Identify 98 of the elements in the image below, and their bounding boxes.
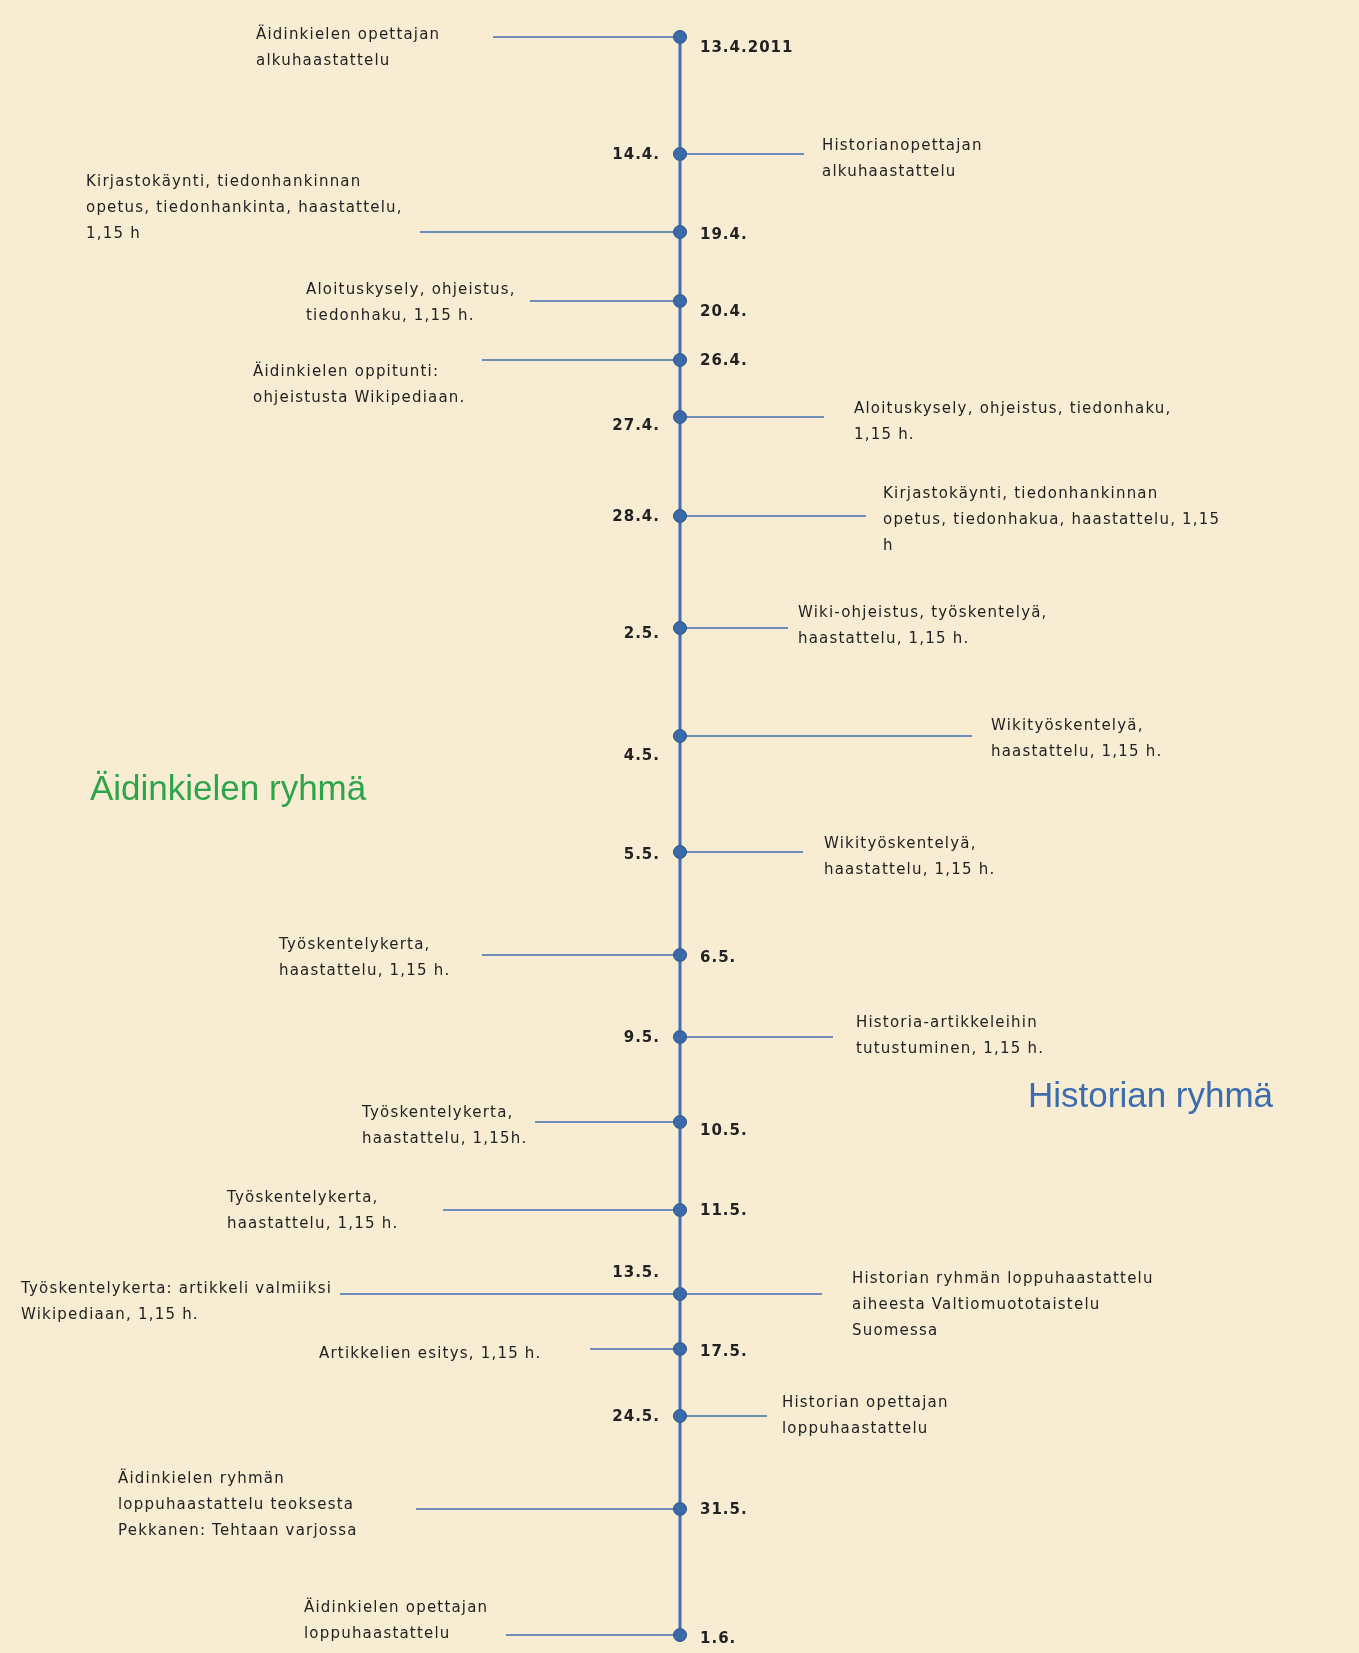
event-label: Äidinkielen opettajan loppuhaastattelu [304, 1594, 506, 1646]
timeline-axis [678, 161, 682, 225]
leader-line [505, 1634, 674, 1636]
date-label: 17.5. [700, 1341, 748, 1361]
group-label: Historian ryhmä [1028, 1075, 1274, 1115]
date-label: 24.5. [612, 1406, 660, 1426]
timeline-axis [678, 308, 682, 353]
event-label: Historianopettajan alkuhaastattelu [804, 132, 1027, 184]
date-label: 11.5. [700, 1200, 748, 1220]
leader-line [415, 1508, 674, 1510]
event-label: Artikkelien esitys, 1,15 h. [319, 1340, 590, 1366]
timeline-dot [673, 410, 687, 424]
date-label: 5.5. [623, 844, 660, 864]
event-label: Historian opettajan loppuhaastattelu [767, 1389, 997, 1441]
leader-line [339, 1293, 674, 1295]
timeline-axis [678, 239, 682, 294]
leader-line [529, 300, 674, 302]
date-label: 27.4. [612, 415, 660, 435]
leader-line [686, 1415, 768, 1417]
date-label: 2.5. [623, 623, 660, 643]
timeline-dot [673, 1628, 687, 1642]
event-label: Äidinkielen oppitunti: ohjeistusta Wikipediaan. [253, 358, 482, 410]
timeline-axis [678, 635, 682, 729]
timeline-axis [678, 367, 682, 410]
timeline-dot [673, 1030, 687, 1044]
timeline-dot [673, 845, 687, 859]
timeline-axis [678, 1301, 682, 1342]
timeline-dot [673, 729, 687, 743]
event-label: Wikityöskentelyä, haastattelu, 1,15 h. [803, 830, 1039, 882]
event-label: Wikityöskentelyä, haastattelu, 1,15 h. [972, 712, 1206, 764]
timeline-dot [673, 621, 687, 635]
timeline-axis [678, 1217, 682, 1287]
date-label: 4.5. [623, 745, 660, 765]
date-label: 19.4. [700, 224, 748, 244]
date-label: 20.4. [700, 301, 748, 321]
leader-line [481, 954, 674, 956]
date-label: 9.5. [623, 1027, 660, 1047]
timeline-dot [673, 225, 687, 239]
timeline-axis [678, 859, 682, 948]
event-label: Työskentelykerta: artikkeli valmiiksi Wikipediaan, 1,15 h. [21, 1275, 340, 1327]
date-label: 10.5. [700, 1120, 748, 1140]
timeline-axis [678, 44, 682, 147]
timeline-dot [673, 1342, 687, 1356]
timeline-axis [678, 1423, 682, 1502]
event-label: Äidinkielen ryhmän loppuhaastattelu teoksesta Pekkanen: Tehtaan varjossa [118, 1465, 416, 1543]
timeline-dot [673, 1115, 687, 1129]
timeline-dot [673, 1502, 687, 1516]
timeline-axis [678, 743, 682, 845]
event-label: Kirjastokäynti, tiedonhankinnan opetus, tiedonhakua, haastattelu, 1,15 h [866, 480, 1228, 558]
timeline-dot [673, 30, 687, 44]
timeline-dot [673, 1409, 687, 1423]
event-label: Historia-artikkeleihin tutustuminen, 1,15 h. [833, 1009, 1091, 1061]
event-label: Työskentelykerta, haastattelu, 1,15h. [362, 1099, 535, 1151]
event-label: Työskentelykerta, haastattelu, 1,15 h. [279, 931, 482, 983]
leader-line [686, 515, 867, 517]
timeline-dot [673, 294, 687, 308]
leader-line [442, 1209, 674, 1211]
timeline-dot [673, 353, 687, 367]
leader-line [686, 1293, 823, 1295]
timeline-axis [678, 962, 682, 1030]
timeline-dot [673, 1203, 687, 1217]
event-label: Historian ryhmän loppuhaastattelu aiheesta Valtiomuototaistelu Suomessa [822, 1265, 1182, 1343]
timeline-dot [673, 509, 687, 523]
leader-line [686, 735, 973, 737]
group-label: Äidinkielen ryhmä [90, 768, 367, 808]
timeline-axis [678, 1129, 682, 1203]
timeline-dot [673, 147, 687, 161]
event-label: Äidinkielen opettajan alkuhaastattelu [256, 21, 493, 73]
date-label: 1.6. [700, 1628, 737, 1648]
date-label: 13.4.2011 [700, 37, 794, 57]
timeline-dot [673, 948, 687, 962]
leader-line [686, 627, 789, 629]
leader-line [419, 231, 674, 233]
event-label: Aloituskysely, ohjeistus, tiedonhaku, 1,15 h. [306, 276, 530, 328]
timeline-axis [678, 1044, 682, 1115]
date-label: 31.5. [700, 1499, 748, 1519]
timeline-axis [678, 1516, 682, 1628]
leader-line [534, 1121, 674, 1123]
leader-line [492, 36, 674, 38]
leader-line [686, 1036, 834, 1038]
timeline-axis [678, 523, 682, 621]
leader-line [589, 1348, 674, 1350]
event-label: Aloituskysely, ohjeistus, tiedonhaku, 1,15 h. [824, 395, 1172, 447]
timeline-axis [678, 424, 682, 509]
timeline-dot [673, 1287, 687, 1301]
date-label: 14.4. [612, 144, 660, 164]
event-label: Työskentelykerta, haastattelu, 1,15 h. [227, 1184, 443, 1236]
leader-line [481, 359, 674, 361]
date-label: 6.5. [700, 947, 737, 967]
leader-line [686, 416, 825, 418]
event-label: Wiki-ohjeistus, työskentelyä, haastattelu, 1,15 h. [788, 599, 1073, 651]
timeline-axis [678, 1356, 682, 1409]
leader-line [686, 851, 804, 853]
event-label: Kirjastokäynti, tiedonhankinnan opetus, tiedonhankinta, haastattelu, 1,15 h [86, 168, 420, 246]
date-label: 13.5. [612, 1262, 660, 1282]
date-label: 28.4. [612, 506, 660, 526]
leader-line [686, 153, 805, 155]
date-label: 26.4. [700, 350, 748, 370]
